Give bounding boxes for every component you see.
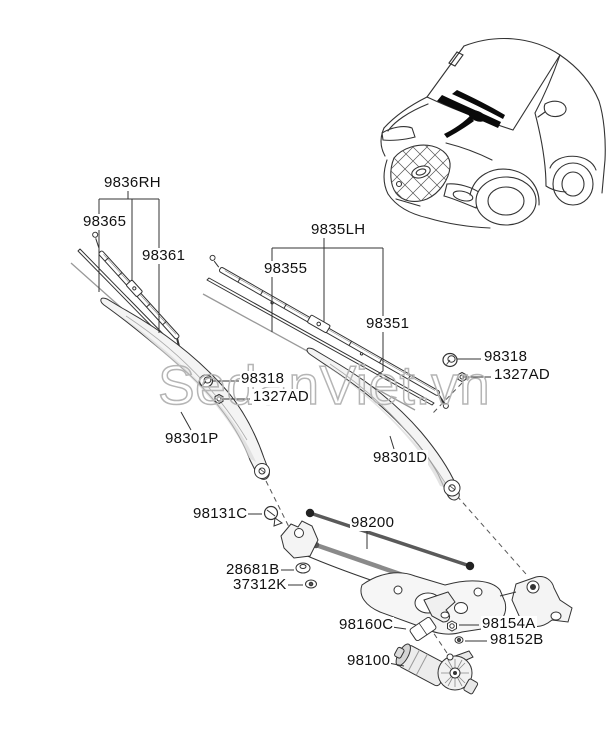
pivot-cap-left xyxy=(198,374,214,388)
part-label-28681b: 28681B xyxy=(225,561,281,578)
part-label-98100: 98100 xyxy=(346,652,392,669)
part-label-98318-right: 98318 xyxy=(483,348,529,365)
part-label-1327ad-left: 1327AD xyxy=(252,388,311,405)
part-label-98200: 98200 xyxy=(350,514,396,531)
part-label-98355: 98355 xyxy=(263,260,309,277)
watermark-text: SedanViet.vn xyxy=(158,354,490,416)
part-label-98361: 98361 xyxy=(141,247,187,264)
part-label-98301p: 98301P xyxy=(164,430,220,447)
wiper-arm-driver xyxy=(100,297,270,480)
part-label-1327ad-right: 1327AD xyxy=(493,366,552,383)
pivot-nut-left xyxy=(214,393,224,405)
motor-bushing xyxy=(409,616,437,642)
motor-nut xyxy=(447,620,457,632)
pivot-cap-right xyxy=(442,352,458,368)
pivot-nut-right xyxy=(457,371,467,383)
wiper-arm-passenger xyxy=(306,347,461,501)
part-label-98365: 98365 xyxy=(82,213,128,230)
part-label-98152b: 98152B xyxy=(489,631,545,648)
pivot-clip xyxy=(263,505,284,527)
part-label-98301d: 98301D xyxy=(372,449,429,466)
pivot-washer-upper xyxy=(295,562,311,574)
part-label-98351: 98351 xyxy=(365,315,411,332)
part-label-98154a: 98154A xyxy=(481,615,537,632)
part-label-98318-left: 98318 xyxy=(240,370,286,387)
motor-washer xyxy=(454,636,464,644)
wiper-blade-lh-assembly xyxy=(202,254,449,411)
part-label-37312k: 37312K xyxy=(232,576,288,593)
car-wipers xyxy=(437,90,505,138)
part-label-9835lh: 9835LH xyxy=(310,221,367,238)
part-label-98131c: 98131C xyxy=(192,505,249,522)
wiper-motor xyxy=(394,643,479,695)
linkage-assembly xyxy=(280,508,573,635)
pivot-washer-lower xyxy=(305,579,317,589)
car-illustration xyxy=(380,38,606,229)
part-label-9836rh: 9836RH xyxy=(103,174,162,191)
part-label-98160c: 98160C xyxy=(338,616,395,633)
